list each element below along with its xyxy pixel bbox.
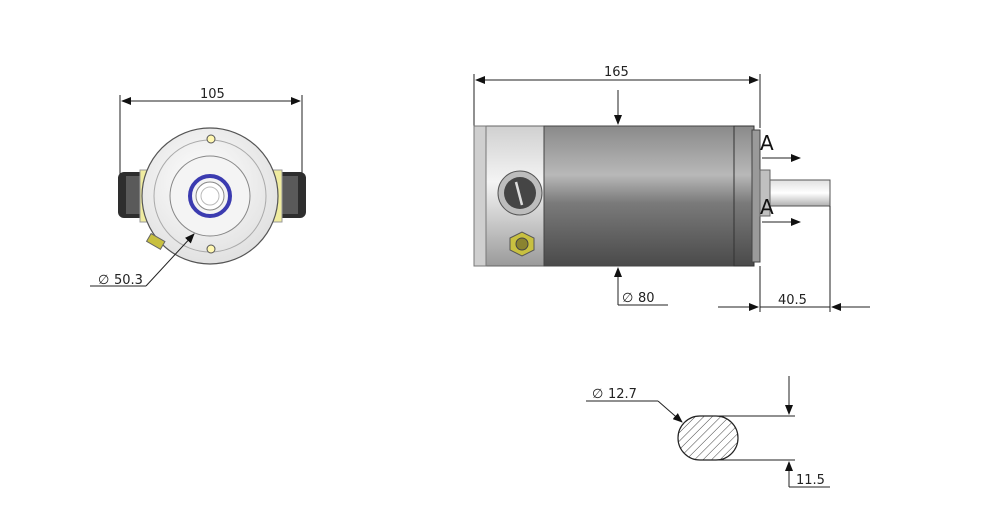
front-diameter-dimension: 50.3 (114, 273, 143, 288)
shaft-diameter-symbol: ∅ (592, 387, 603, 402)
front-width-dimension: 105 (200, 87, 225, 102)
front-view: 105 ∅ 50.3 (90, 87, 306, 288)
blue-seal-ring (188, 174, 232, 218)
rear-endcap-rim (473, 125, 487, 267)
brush-cap-slot (514, 181, 524, 206)
front-flange-lip (751, 129, 761, 263)
shaft-end (195, 181, 225, 211)
front-flange (733, 125, 755, 267)
section-label-top: A (760, 131, 774, 155)
body-diameter-dimension: 80 (638, 291, 655, 306)
front-diameter-leader (145, 233, 195, 287)
front-diameter-symbol: ∅ (98, 273, 109, 288)
shaft-diameter-dimension: 12.7 (608, 387, 637, 402)
output-shaft (759, 179, 831, 207)
section-label-bottom: A (760, 195, 774, 219)
motor-body (543, 125, 737, 267)
shaft-center (200, 186, 220, 206)
cable-gland-center (515, 237, 529, 251)
top-mounting-hole (206, 134, 216, 144)
body-diameter-symbol: ∅ (622, 291, 633, 306)
bottom-mounting-hole (206, 244, 216, 254)
section-view: 11.5 ∅ 12.7 (586, 376, 830, 488)
side-length-dimension: 165 (604, 65, 629, 80)
shaft-diameter-leader (657, 400, 683, 423)
right-cable-gland-highlight (278, 176, 298, 214)
shaft-cross-section (677, 415, 739, 461)
shaft-collar (759, 169, 771, 217)
flat-dimension: 11.5 (796, 473, 825, 488)
shaft-length-dimension: 40.5 (778, 293, 807, 308)
side-view: 165 ∅ 80 A A 40.5 (473, 65, 870, 312)
yellow-tab (145, 232, 166, 251)
